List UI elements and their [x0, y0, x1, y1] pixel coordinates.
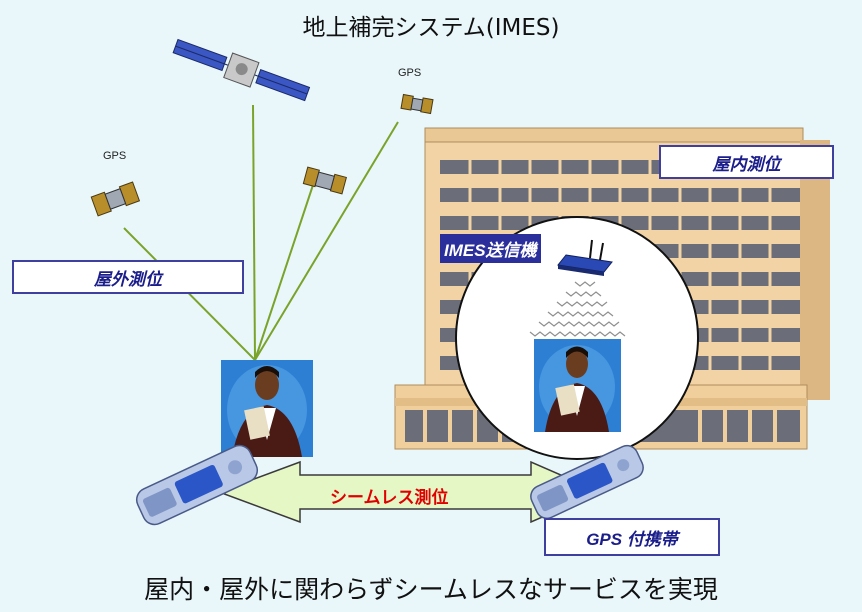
satellite-large-icon: [172, 38, 311, 102]
gps-label-right: GPS: [398, 67, 422, 79]
page-title: 地上補完システム(IMES): [302, 15, 560, 41]
outdoor-positioning-label: 屋外測位: [12, 260, 244, 294]
footer-caption: 屋内・屋外に関わらずシームレスなサービスを実現: [144, 575, 718, 604]
imes-router-icon: [557, 239, 613, 276]
mobile-phone-right-icon: [530, 444, 644, 520]
person-outdoor-illustration: [221, 360, 313, 457]
person-indoor-illustration: [534, 339, 621, 432]
gps-label-left: GPS: [103, 150, 127, 162]
imes-transmitter-label: IMES送信機: [440, 234, 541, 263]
imes-signal-pattern: [529, 281, 626, 337]
satellite-signal-lines: [123, 104, 399, 361]
satellite-small-right-icon: [400, 93, 434, 115]
satellite-small-mid-icon: [302, 166, 348, 195]
mobile-phone-left-icon: [135, 444, 259, 526]
gps-phone-label: GPS 付携帯: [544, 518, 720, 556]
indoor-coverage-circle: [455, 216, 699, 460]
seamless-positioning-label: シームレス測位: [330, 488, 449, 507]
indoor-positioning-label: 屋内測位: [659, 145, 834, 179]
satellite-small-left-icon: [90, 181, 141, 217]
